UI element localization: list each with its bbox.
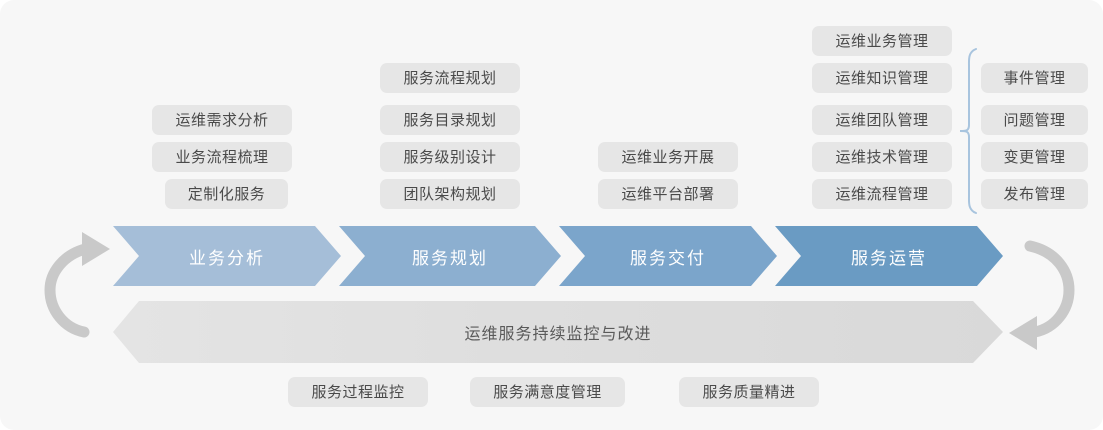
refresh-cycle-arrow-icon-right — [1009, 240, 1075, 350]
stage-item-pill: 团队架构规划 — [380, 179, 520, 209]
stage-item-pill: 业务流程梳理 — [152, 142, 292, 172]
bottom-item-pill: 服务过程监控 — [288, 377, 428, 407]
stage-item-pill: 服务目录规划 — [380, 105, 520, 135]
detail-item-pill: 事件管理 — [981, 63, 1088, 93]
stage-item-pill: 运维业务管理 — [812, 26, 952, 56]
stage-item-pill: 运维流程管理 — [812, 179, 952, 209]
stage-chevron-4[interactable]: 服务运营 — [775, 226, 1003, 286]
refresh-cycle-arrow-icon-left — [44, 232, 110, 338]
stage-item-pill: 定制化服务 — [165, 179, 288, 209]
stage-chevron-3[interactable]: 服务交付 — [559, 226, 777, 286]
banner-label: 运维服务持续监控与改进 — [464, 326, 652, 343]
stage-item-pill: 运维业务开展 — [598, 142, 738, 172]
stage-chevron-1[interactable]: 业务分析 — [113, 226, 341, 286]
stage-item-pill: 运维平台部署 — [598, 179, 738, 209]
stage-item-pill: 运维知识管理 — [812, 63, 952, 93]
stage-chevron-2[interactable]: 服务规划 — [339, 226, 561, 286]
detail-item-pill: 发布管理 — [981, 179, 1088, 209]
stage-item-pill: 运维技术管理 — [812, 142, 952, 172]
stage-item-pill: 服务级别设计 — [380, 142, 520, 172]
continuous-improvement-banner: 运维服务持续监控与改进 — [113, 301, 1003, 363]
stage-item-pill: 运维需求分析 — [152, 105, 292, 135]
bottom-item-pill: 服务质量精进 — [679, 377, 819, 407]
detail-item-pill: 问题管理 — [981, 105, 1088, 135]
curly-brace-connector-icon — [959, 48, 977, 214]
stage-item-pill: 运维团队管理 — [812, 105, 952, 135]
detail-item-pill: 变更管理 — [981, 142, 1088, 172]
bottom-item-pill: 服务满意度管理 — [470, 377, 625, 407]
stage-item-pill: 服务流程规划 — [380, 63, 520, 93]
